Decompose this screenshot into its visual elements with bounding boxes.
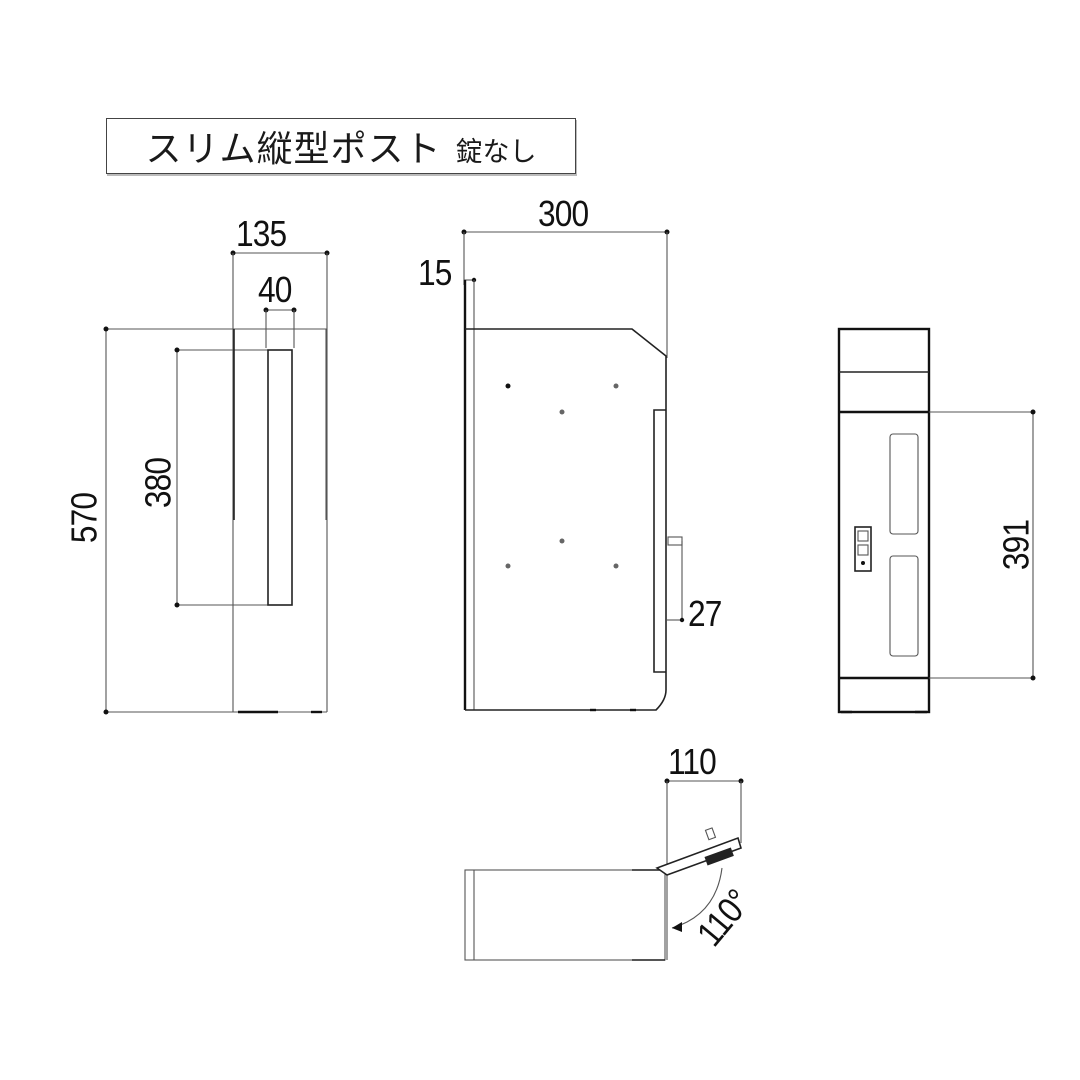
dim-handle-27: 27 [688, 593, 722, 634]
front-view [103, 250, 330, 715]
dim-slot-width-40: 40 [258, 269, 292, 310]
top-view [464, 778, 744, 961]
product-subtitle: 錠なし [455, 136, 537, 168]
title-box: スリム縦型ポスト 錠なし [106, 118, 576, 174]
dim-slot-height-380: 380 [137, 457, 179, 509]
dim-door-projection-110: 110 [668, 741, 717, 782]
dim-width-135: 135 [236, 213, 287, 254]
dim-flange-15: 15 [418, 252, 452, 293]
side-view [461, 229, 685, 712]
dim-door-height-391: 391 [995, 519, 1037, 571]
product-title: スリム縦型ポスト [145, 129, 442, 170]
back-view [837, 327, 1036, 714]
dim-height-570: 570 [63, 492, 105, 544]
dim-depth-300: 300 [538, 193, 589, 234]
